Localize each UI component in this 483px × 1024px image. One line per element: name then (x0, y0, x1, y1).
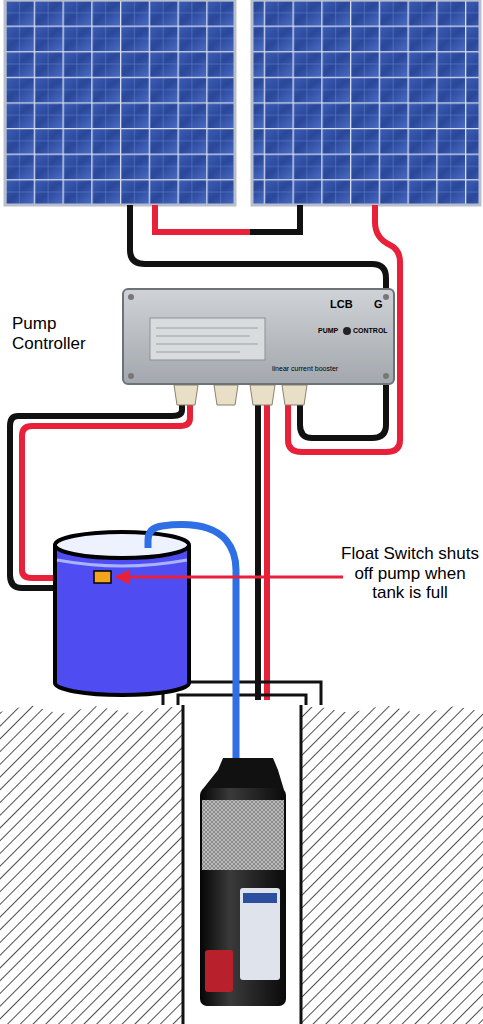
screw (383, 294, 389, 300)
cable-gland (282, 385, 307, 405)
model-mark: LCB (330, 298, 353, 311)
water-pipe (148, 525, 236, 768)
pump-strainer (202, 800, 284, 870)
cable-gland (250, 385, 275, 405)
controller-box: Pump Controller (122, 288, 395, 385)
screw (128, 294, 134, 300)
red-wire (155, 205, 250, 232)
model-mark: G (374, 298, 383, 311)
indicator-label: CONTROL (353, 327, 388, 335)
pump-top-cap (202, 758, 284, 790)
screw (128, 373, 134, 379)
solar-panel (5, 0, 235, 205)
black-wire (250, 205, 300, 232)
tank-top (55, 532, 189, 558)
device-caption: linear current booster (272, 365, 338, 373)
cable-gland (174, 385, 198, 405)
water-surface (57, 560, 187, 566)
cable-gland (214, 385, 238, 405)
pump-sticker (240, 888, 280, 980)
well-casing (183, 705, 301, 1024)
callout-note: Float Switch shuts off pump when tank is… (340, 544, 480, 603)
status-led (343, 327, 351, 335)
indicator-label: PUMP (318, 327, 338, 335)
callout-arrow (116, 576, 343, 579)
solar-panel (252, 0, 480, 205)
plate-print (156, 328, 258, 352)
red-wire (22, 400, 190, 578)
pump-sticker-band (243, 893, 277, 903)
node-label: Pump Controller (12, 314, 114, 353)
screw (383, 373, 389, 379)
well-shaft (183, 700, 301, 1024)
float-switch (94, 571, 111, 583)
controller-plate (150, 318, 265, 360)
pump-body (200, 788, 286, 1006)
water-tank (55, 545, 189, 695)
pump-label-red (205, 950, 233, 992)
